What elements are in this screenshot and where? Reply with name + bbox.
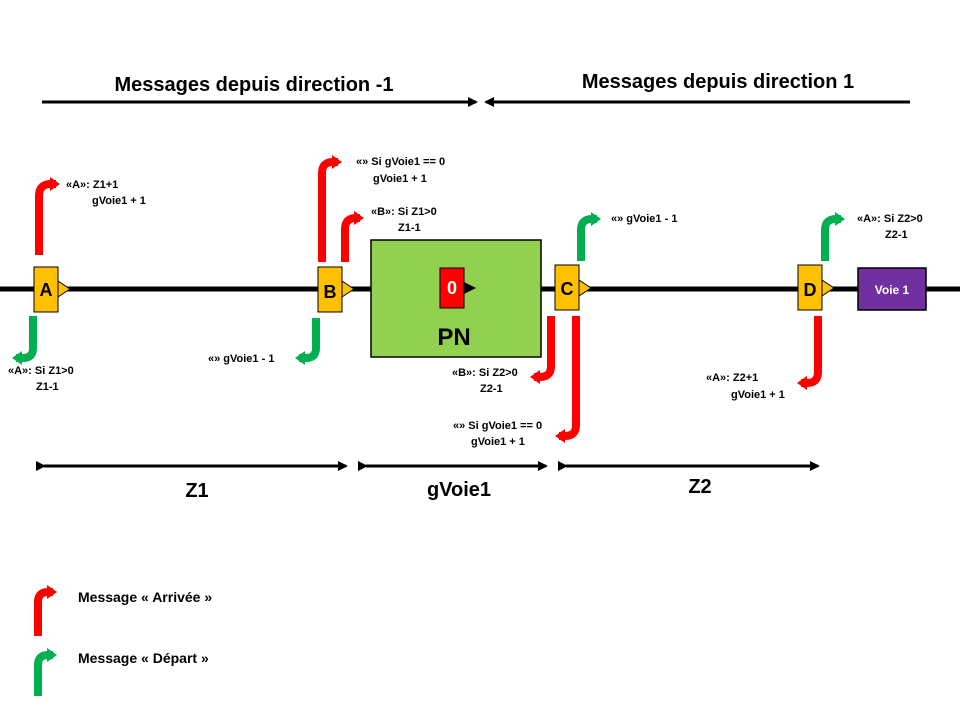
pn-label: PN bbox=[437, 324, 470, 351]
arrow-a-arrive bbox=[35, 177, 60, 255]
voie-label: Voie 1 bbox=[875, 283, 910, 297]
pn-counter-arrow-icon bbox=[464, 282, 476, 294]
arrow-b-arrive-bottom bbox=[341, 211, 364, 262]
msg-d-arrive-1: «A»: Z2+1 bbox=[706, 372, 758, 384]
detector-b-label: B bbox=[324, 282, 337, 302]
msg-c-depart: «» gVoie1 - 1 bbox=[611, 213, 677, 225]
arrow-c-arrive-b bbox=[530, 316, 555, 384]
arrow-d-arrive bbox=[797, 316, 822, 390]
msg-a-depart-2: Z1-1 bbox=[36, 381, 59, 393]
msg-a-arrive-2: gVoie1 + 1 bbox=[92, 195, 146, 207]
msg-a-arrive-1: «A»: Z1+1 bbox=[66, 179, 118, 191]
msg-d-depart-2: Z2-1 bbox=[885, 229, 908, 241]
msg-b-arrive-top-2: gVoie1 + 1 bbox=[373, 173, 427, 185]
detector-a: A bbox=[33, 266, 71, 313]
msg-b-arrive-top-1: «» Si gVoie1 == 0 bbox=[356, 156, 445, 168]
msg-c-arrive-g-1: «» Si gVoie1 == 0 bbox=[453, 420, 542, 432]
zone-z1-label: Z1 bbox=[185, 480, 208, 502]
legend-depart-label: Message « Départ » bbox=[78, 650, 209, 666]
legend-arrivee-label: Message « Arrivée » bbox=[78, 589, 212, 605]
legend-arrivee-icon bbox=[34, 585, 57, 636]
msg-b-arrive-bottom-2: Z1-1 bbox=[398, 222, 421, 234]
pn-counter: 0 bbox=[447, 278, 457, 298]
detector-b: B bbox=[317, 266, 355, 313]
msg-a-depart-1: «A»: Si Z1>0 bbox=[8, 365, 74, 377]
legend-depart-icon bbox=[34, 648, 57, 696]
msg-c-arrive-b-2: Z2-1 bbox=[480, 383, 503, 395]
detector-c-label: C bbox=[561, 279, 574, 299]
zone-gvoie1-label: gVoie1 bbox=[427, 479, 491, 501]
msg-c-arrive-b-1: «B»: Si Z2>0 bbox=[452, 367, 518, 379]
detector-a-label: A bbox=[40, 280, 53, 300]
msg-b-depart: «» gVoie1 - 1 bbox=[208, 353, 274, 365]
arrow-c-depart bbox=[577, 212, 601, 261]
msg-c-arrive-g-2: gVoie1 + 1 bbox=[471, 436, 525, 448]
detector-c: C bbox=[554, 264, 592, 311]
arrow-c-arrive-g bbox=[555, 316, 580, 443]
msg-b-arrive-bottom-1: «B»: Si Z1>0 bbox=[371, 206, 437, 218]
voie-box bbox=[857, 267, 927, 311]
arrow-b-arrive-top bbox=[318, 155, 342, 262]
zone-z2-label: Z2 bbox=[688, 476, 711, 498]
header-right: Messages depuis direction 1 bbox=[582, 71, 854, 93]
pn-counter-box bbox=[439, 267, 465, 309]
msg-d-arrive-2: gVoie1 + 1 bbox=[731, 389, 785, 401]
header-left: Messages depuis direction -1 bbox=[115, 74, 394, 96]
arrow-a-depart bbox=[12, 316, 37, 365]
msg-d-depart-1: «A»: Si Z2>0 bbox=[857, 213, 923, 225]
detector-d: D bbox=[797, 264, 835, 311]
detector-d-label: D bbox=[804, 280, 817, 300]
arrow-d-depart bbox=[821, 212, 845, 261]
arrow-b-depart bbox=[295, 318, 320, 365]
